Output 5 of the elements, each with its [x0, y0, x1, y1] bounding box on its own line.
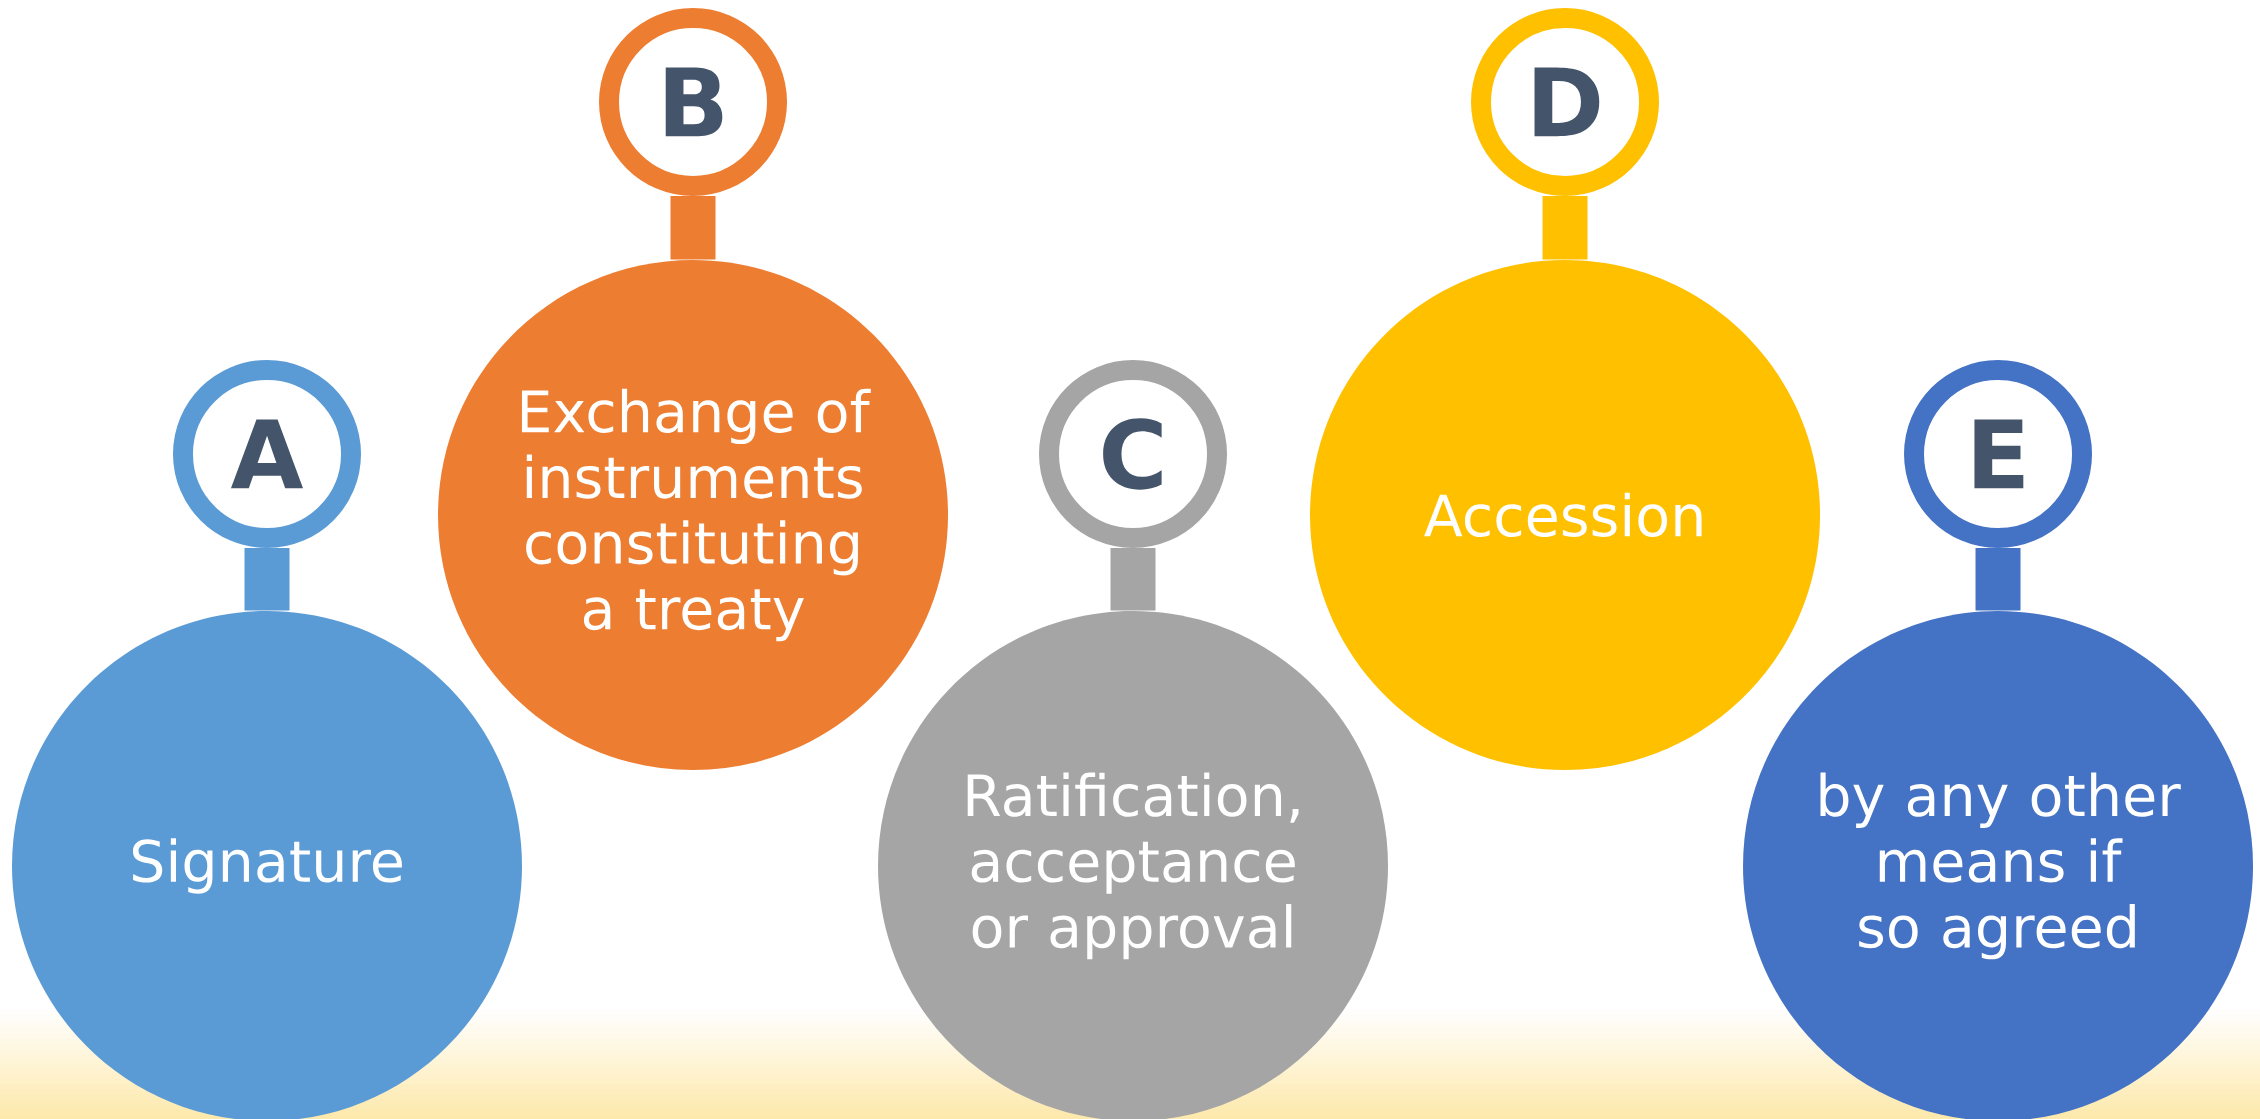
- stem-connector: [1110, 548, 1156, 611]
- stem-connector: [670, 196, 716, 260]
- stem-connector: [244, 548, 290, 611]
- stem-connector: [1975, 548, 2021, 611]
- stem-connector: [1542, 196, 1588, 260]
